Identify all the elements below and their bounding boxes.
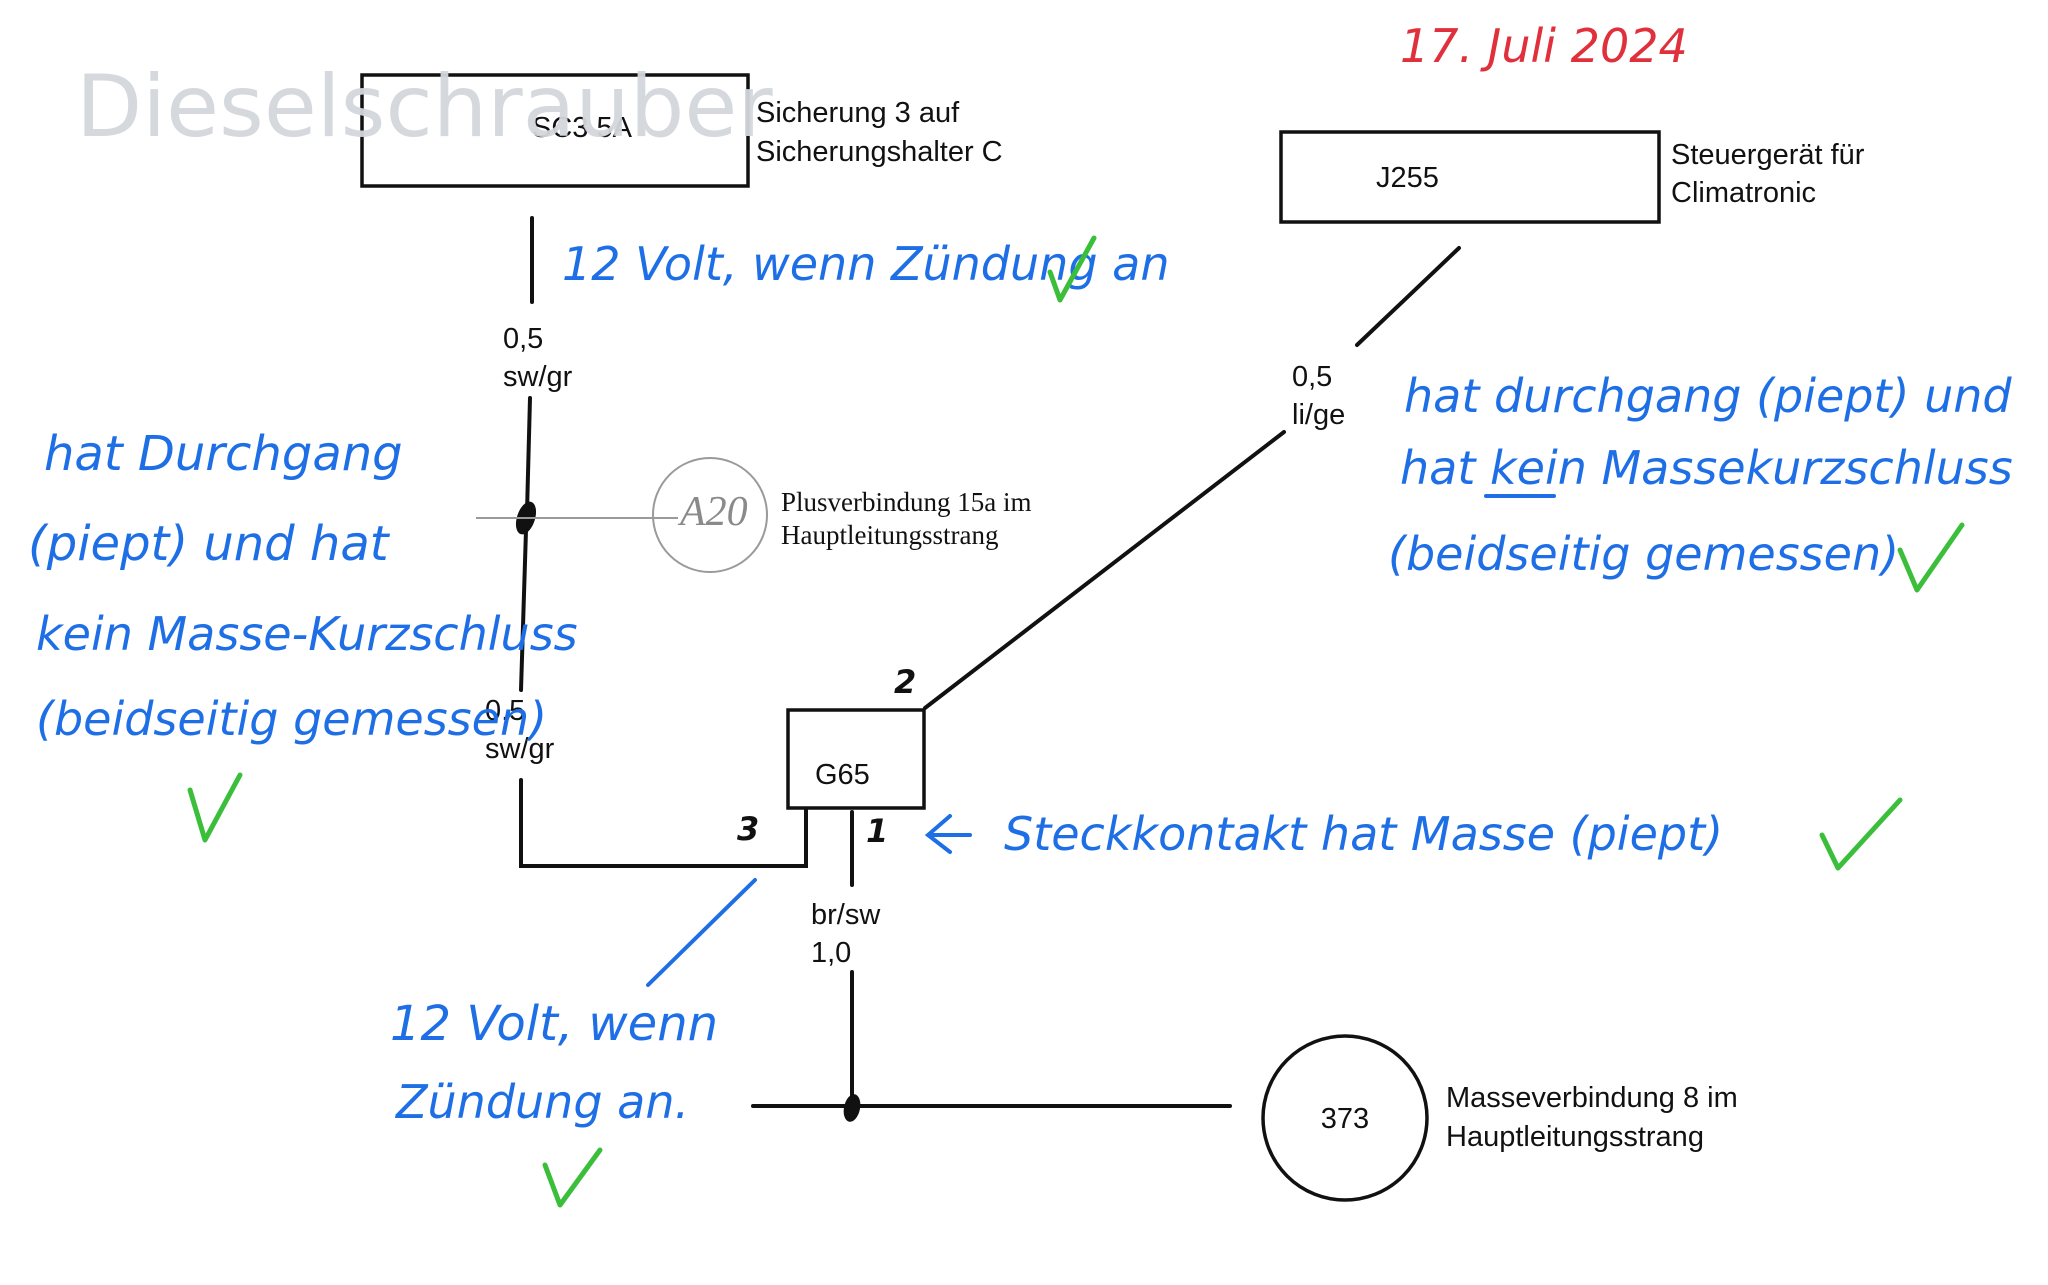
- g65-box: [786, 708, 926, 810]
- check-icon-4: [1819, 797, 1903, 871]
- wire-gnd-size: 1,0: [811, 937, 851, 969]
- g65-pin-3: 3: [737, 810, 759, 848]
- ecu-desc-line-2: Climatronic: [1671, 177, 1816, 209]
- a20-circle: [652, 457, 768, 573]
- note-12v-bottom-line-1: 12 Volt, wenn: [390, 996, 718, 1052]
- g65-pin-2: 2: [894, 663, 916, 701]
- g65-pin-1: 1: [866, 812, 888, 850]
- fuse-desc-line-2: Sicherungshalter C: [756, 136, 1003, 168]
- note-pin1: Steckkontakt hat Masse (piept): [1004, 807, 1723, 861]
- note-pointer-line: [646, 878, 757, 987]
- note-left-line-3: kein Masse-Kurzschluss: [36, 607, 578, 661]
- note-right-line-2: hat kein Massekurzschluss: [1400, 441, 2013, 495]
- ecu-box: [1279, 130, 1661, 224]
- wire-top-size: 0,5: [503, 323, 543, 355]
- check-icon-1: [1047, 235, 1097, 303]
- wire-mid-size: 0,5: [485, 695, 525, 727]
- a20-desc-line-1: Plusverbindung 15a im: [781, 487, 1032, 517]
- g65-label: G65: [815, 759, 870, 791]
- wire-ecu-color: li/ge: [1292, 399, 1345, 431]
- wire-gnd-color: br/sw: [811, 899, 881, 931]
- splice-dot-ground: [843, 1094, 861, 1122]
- ground-373-desc-line-1: Masseverbindung 8 im: [1446, 1082, 1738, 1114]
- wire-splice-to-g65: [519, 528, 528, 692]
- ground-373-circle: [1261, 1034, 1429, 1202]
- fuse-desc-line-1: Sicherung 3 auf: [756, 97, 960, 129]
- fuse-label: SC3 5A: [532, 112, 633, 144]
- ecu-desc-line-1: Steuergerät für: [1671, 139, 1865, 171]
- note-right-line-3: (beidseitig gemessen): [1388, 527, 1899, 581]
- note-date: 17. Juli 2024: [1400, 19, 1688, 73]
- wire-ecu-size: 0,5: [1292, 361, 1332, 393]
- wire-top-color: sw/gr: [503, 361, 573, 393]
- note-left-line-2: (piept) und hat: [28, 516, 391, 572]
- note-left-line-1: hat Durchgang: [44, 426, 403, 482]
- wire-g65-pin3: [519, 778, 808, 868]
- a20-desc-line-2: Hauptleitungsstrang: [781, 520, 998, 550]
- check-icon-5: [542, 1147, 603, 1208]
- watermark: Dieselschrauber: [76, 57, 773, 157]
- ground-373-desc-line-2: Hauptleitungsstrang: [1446, 1121, 1704, 1153]
- wire-ecu-lower: [923, 430, 1286, 710]
- ecu-label: J255: [1376, 162, 1439, 194]
- a20-label: A20: [677, 489, 748, 535]
- wire-ecu-upper: [1355, 246, 1461, 347]
- fuse-box: [360, 73, 750, 188]
- wire-mid-color: sw/gr: [485, 733, 555, 765]
- ground-373-label: 373: [1321, 1103, 1369, 1135]
- check-icon-3: [1897, 522, 1965, 593]
- arrow-left-icon: [924, 814, 972, 854]
- note-12v-bottom-line-2: Zündung an.: [394, 1075, 689, 1129]
- note-right-line-1: hat durchgang (piept) und: [1404, 369, 2012, 423]
- check-icon-2: [187, 772, 243, 843]
- wire-fuse-to-splice-lower: [525, 396, 532, 514]
- note-left-line-4: (beidseitig gemessen): [36, 692, 547, 746]
